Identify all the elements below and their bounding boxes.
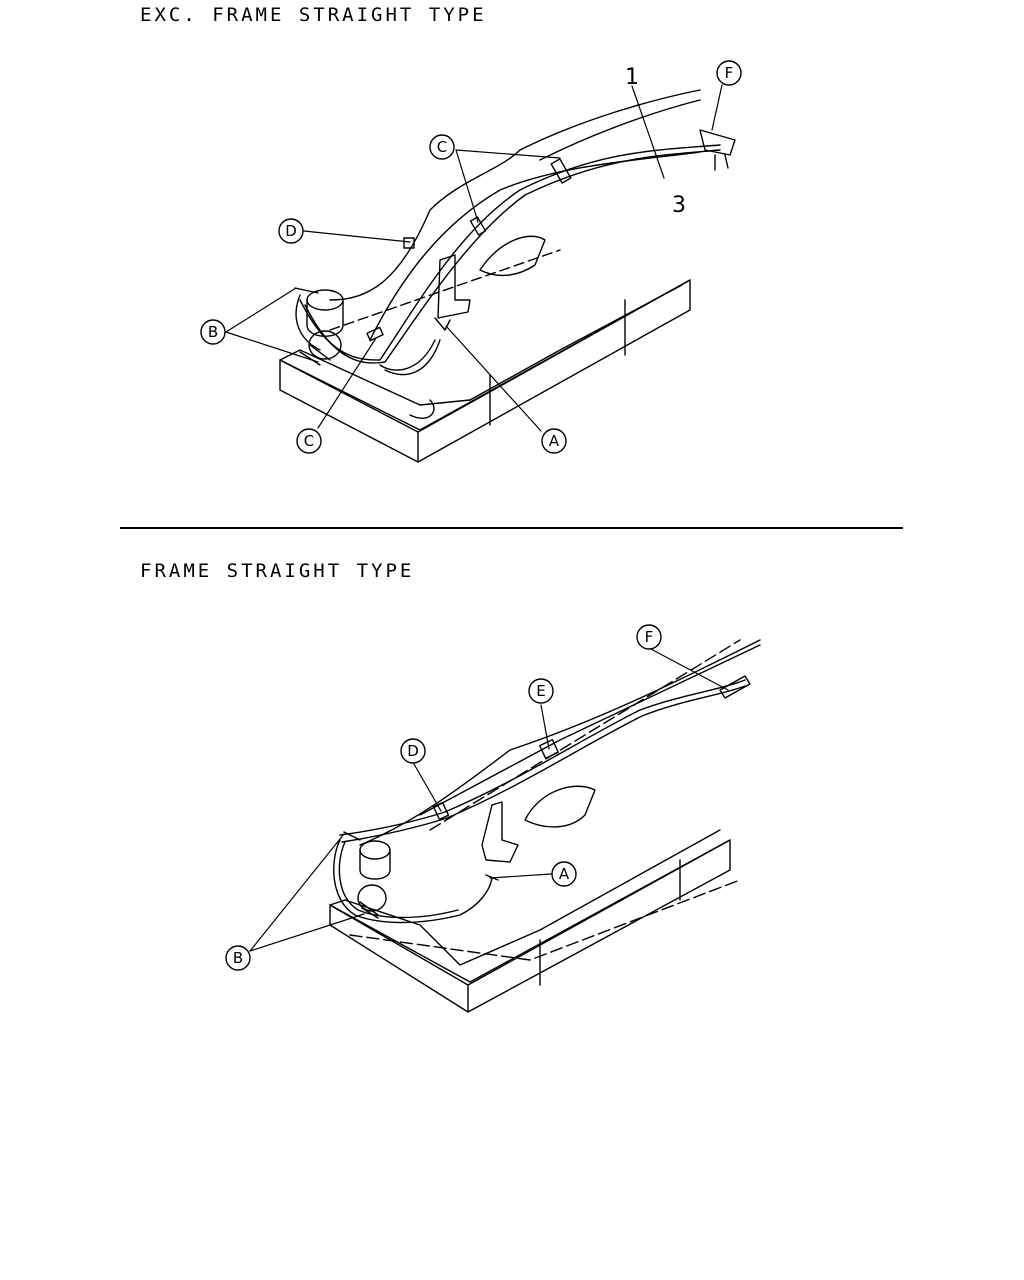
frame-rail: [329, 639, 741, 1013]
callout-a: A: [549, 432, 560, 450]
callout-f: F: [725, 64, 734, 82]
part-number-3: 3: [672, 193, 686, 218]
callout-f: F: [645, 628, 654, 646]
callout-c-upper: C: [437, 138, 447, 156]
section-title-frame-straight: FRAME STRAIGHT TYPE: [140, 560, 415, 582]
section-title-exc-frame-straight: EXC. FRAME STRAIGHT TYPE: [140, 4, 487, 26]
frame-rail: [279, 249, 691, 463]
callout-c-lower: C: [304, 432, 314, 450]
mounting-bracket: [434, 235, 546, 331]
callout-d: D: [285, 222, 297, 240]
harness-diagram-exc-frame-straight: C D B C A F 1 3: [200, 60, 742, 463]
part-number-1: 1: [625, 65, 639, 90]
callout-b: B: [208, 323, 218, 341]
horn-and-sensor: [306, 289, 344, 361]
callout-a: A: [559, 865, 570, 883]
harness-bundle: [333, 639, 761, 924]
harness-diagram-frame-straight: F E D A B: [225, 624, 761, 1013]
callout-e: E: [536, 682, 545, 700]
leader-lines: [225, 84, 723, 432]
harness-bundle: [295, 89, 721, 376]
mounting-bracket: [481, 785, 596, 881]
section-divider: [120, 527, 903, 529]
callout-d: D: [407, 742, 419, 760]
clips: [294, 129, 736, 366]
leader-lines: [249, 647, 729, 952]
horn-and-sensor: [357, 840, 391, 916]
callout-b: B: [233, 949, 243, 967]
